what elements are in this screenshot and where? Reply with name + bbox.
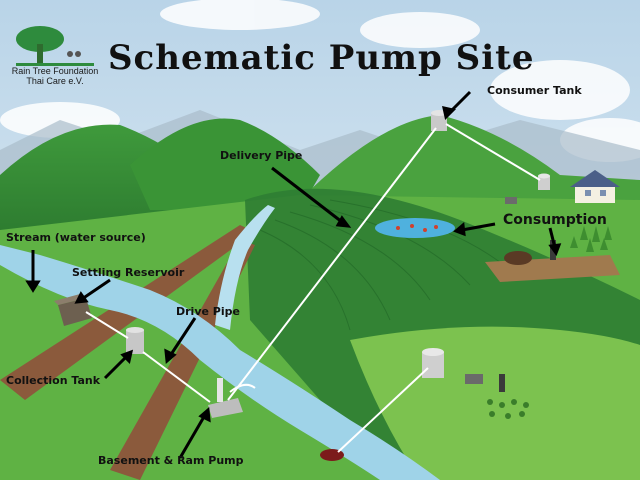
lower-pipe-line [337, 367, 429, 453]
label-stream: Stream (water source) [6, 231, 146, 244]
pipes [85, 123, 541, 453]
pond-fish [396, 224, 438, 232]
lower-box [465, 374, 483, 384]
stream [0, 245, 440, 480]
logo-line-2: Thai Care e.V. [26, 76, 84, 86]
garden-plants [487, 399, 529, 419]
delivery-pipe-line [227, 127, 437, 401]
rain-tree-logo: Rain Tree Foundation Thai Care e.V. [10, 24, 100, 88]
label-basement-ram-pump: Basement & Ram Pump [98, 454, 244, 467]
drive-pipe-line [142, 351, 211, 403]
house-tank [538, 173, 550, 190]
tree-icon [16, 26, 94, 66]
label-drive-pipe: Drive Pipe [176, 305, 240, 318]
middle-hill [130, 118, 320, 210]
page-title: Schematic Pump Site [108, 38, 535, 78]
label-consumption: Consumption [503, 212, 607, 228]
label-consumer-tank: Consumer Tank [487, 84, 582, 97]
house [570, 170, 620, 203]
crops [570, 226, 612, 252]
stream-upper [215, 205, 275, 330]
ram-pump [208, 378, 256, 418]
logo-line-1: Rain Tree Foundation [11, 66, 99, 76]
consumer-tank [431, 110, 447, 131]
small-box [505, 197, 517, 204]
pointer-arrows [25, 90, 562, 459]
collection-tank [126, 327, 144, 354]
label-delivery-pipe: Delivery Pipe [220, 149, 303, 162]
label-settling-reservoir: Settling Reservoir [72, 266, 185, 279]
gardener [499, 374, 505, 392]
reservoir-pipe-line [85, 311, 129, 339]
house-pipe-line [445, 123, 541, 181]
lower-tank [422, 348, 444, 378]
label-collection-tank: Collection Tank [6, 374, 101, 387]
buffalo [504, 251, 532, 265]
fish-pond [375, 218, 455, 238]
